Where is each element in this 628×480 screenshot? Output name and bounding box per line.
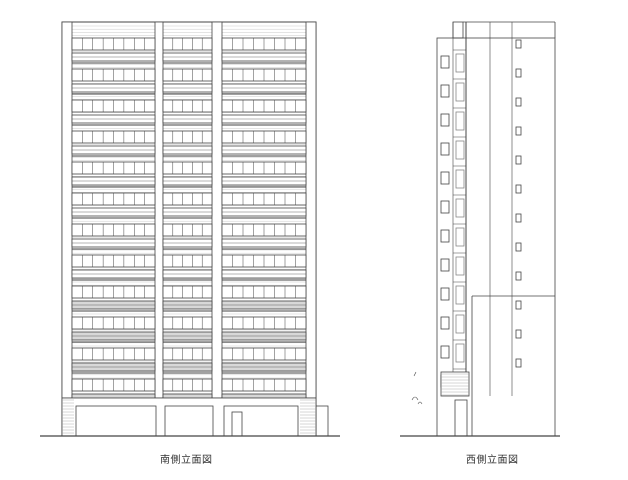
roof-core xyxy=(452,21,464,39)
small-window xyxy=(515,213,522,223)
window-band xyxy=(162,161,213,175)
small-window xyxy=(515,126,522,136)
side-window xyxy=(440,229,450,243)
side-balcony xyxy=(455,227,465,247)
side-window xyxy=(440,55,450,69)
window-band xyxy=(162,378,213,392)
window-band xyxy=(162,347,213,361)
pilaster xyxy=(154,21,164,399)
small-window xyxy=(515,242,522,252)
side-balcony xyxy=(455,285,465,305)
west-elevation-drawing xyxy=(400,21,560,437)
side-balcony xyxy=(455,256,465,276)
side-window xyxy=(440,142,450,156)
pilaster xyxy=(211,21,223,399)
side-balcony xyxy=(455,140,465,160)
small-window xyxy=(515,271,522,281)
side-balcony xyxy=(455,169,465,189)
side-window xyxy=(440,345,450,359)
window-band xyxy=(162,68,213,82)
small-window xyxy=(515,155,522,165)
entry-block xyxy=(440,371,470,397)
south-elevation-caption: 南側立面図 xyxy=(160,455,213,466)
west-elevation-caption: 西側立面図 xyxy=(466,455,519,466)
side-window xyxy=(440,200,450,214)
window-band xyxy=(162,99,213,113)
small-window xyxy=(515,358,522,368)
window-band xyxy=(162,192,213,206)
small-window xyxy=(515,39,522,49)
small-window xyxy=(515,68,522,78)
landscape-marks xyxy=(411,371,423,405)
side-window xyxy=(440,287,450,301)
side-window xyxy=(440,316,450,330)
side-balcony xyxy=(455,198,465,218)
small-window xyxy=(515,329,522,339)
south-elevation-drawing xyxy=(40,21,340,437)
side-window xyxy=(440,84,450,98)
small-window xyxy=(515,97,522,107)
window-band xyxy=(162,285,213,299)
pilaster xyxy=(61,21,73,399)
window-band xyxy=(162,316,213,330)
side-balcony xyxy=(455,343,465,363)
small-window xyxy=(515,184,522,194)
ground-floor xyxy=(61,397,317,437)
window-band xyxy=(162,130,213,144)
side-window xyxy=(440,113,450,127)
side-balcony xyxy=(455,53,465,73)
side-window xyxy=(440,258,450,272)
window-band xyxy=(162,254,213,268)
side-window xyxy=(440,171,450,185)
side-balcony xyxy=(455,111,465,131)
side-balcony xyxy=(455,314,465,334)
small-window xyxy=(515,300,522,310)
entry-door xyxy=(454,399,468,437)
window-band xyxy=(162,37,213,51)
pilaster xyxy=(305,21,317,399)
window-band xyxy=(162,223,213,237)
side-wing xyxy=(315,405,329,437)
side-balcony xyxy=(455,82,465,102)
